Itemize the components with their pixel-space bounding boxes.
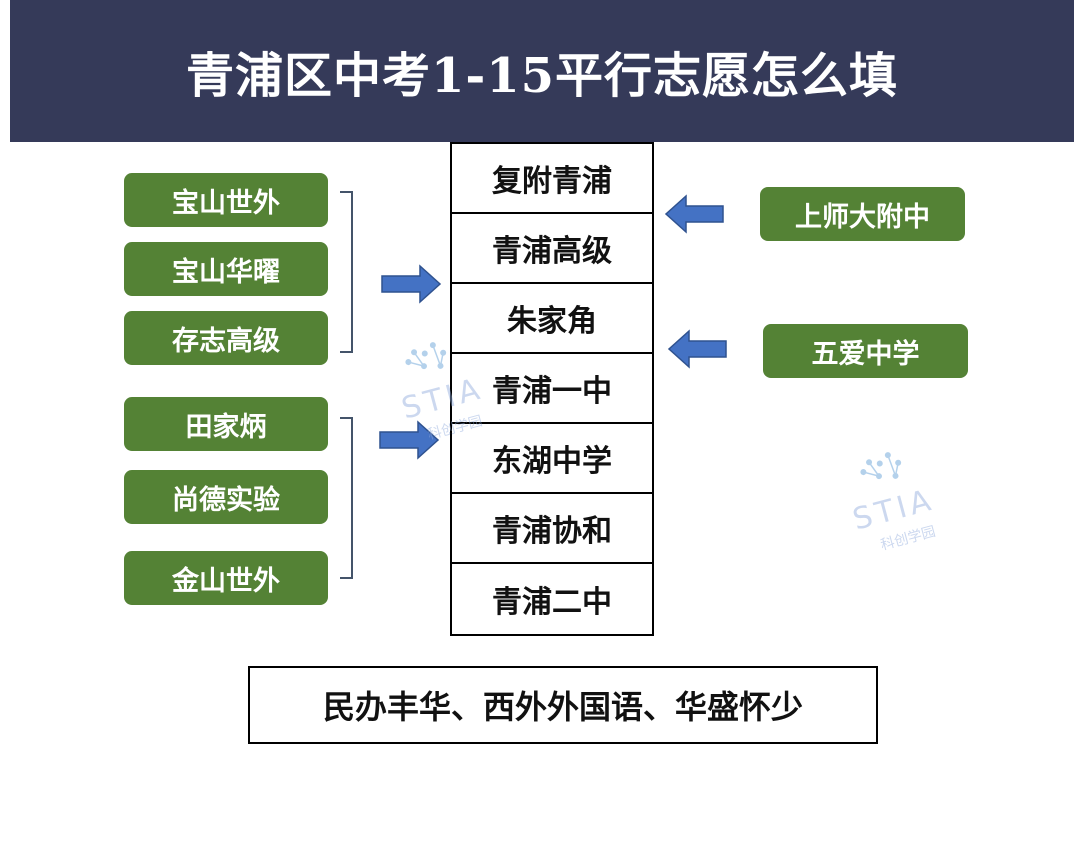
center-school-cell: 青浦一中 bbox=[452, 354, 652, 424]
bracket-group-1 bbox=[340, 191, 353, 353]
center-school-cell: 青浦二中 bbox=[492, 585, 612, 620]
center-school-cell: 青浦高级 bbox=[452, 214, 652, 284]
center-school-cell: 朱家角 bbox=[452, 284, 652, 354]
school-box-baoshan-huayao: 宝山华曜 bbox=[124, 242, 328, 296]
school-box-shangde-shiyan: 尚德实验 bbox=[124, 470, 328, 524]
title-banner: 青浦区中考1-15平行志愿怎么填 bbox=[10, 0, 1074, 142]
watermark-stia-logo: STIA 科创学园 bbox=[398, 342, 487, 443]
left-arrow-icon bbox=[667, 329, 727, 369]
school-box-shangshida-fuzhong: 上师大附中 bbox=[760, 187, 965, 241]
school-box-jinshan-shiwai: 金山世外 bbox=[124, 551, 328, 605]
page-title: 青浦区中考1-15平行志愿怎么填 bbox=[185, 48, 899, 104]
left-arrow-icon bbox=[664, 194, 724, 234]
center-school-cell: 复附青浦 bbox=[452, 144, 652, 214]
private-schools-box: 民办丰华、西外外国语、华盛怀少 bbox=[248, 666, 878, 744]
right-arrow-icon bbox=[381, 264, 442, 304]
school-box-tianjiabing: 田家炳 bbox=[124, 397, 328, 451]
right-arrow-icon bbox=[379, 420, 440, 460]
school-box-cunzhi-gaoji: 存志高级 bbox=[124, 311, 328, 365]
school-box-baoshan-shiwai: 宝山世外 bbox=[124, 173, 328, 227]
center-school-cell: 青浦协和 bbox=[452, 494, 652, 564]
center-school-cell: 东湖中学 bbox=[452, 424, 652, 494]
school-box-wuai-zhongxue: 五爱中学 bbox=[763, 324, 968, 378]
bracket-group-2 bbox=[340, 417, 353, 579]
watermark-stia-logo: STIA 科创学园 bbox=[849, 452, 938, 554]
center-school-column: 复附青浦 青浦高级 朱家角 青浦一中 东湖中学 青浦协和 青浦二中 bbox=[450, 142, 654, 636]
